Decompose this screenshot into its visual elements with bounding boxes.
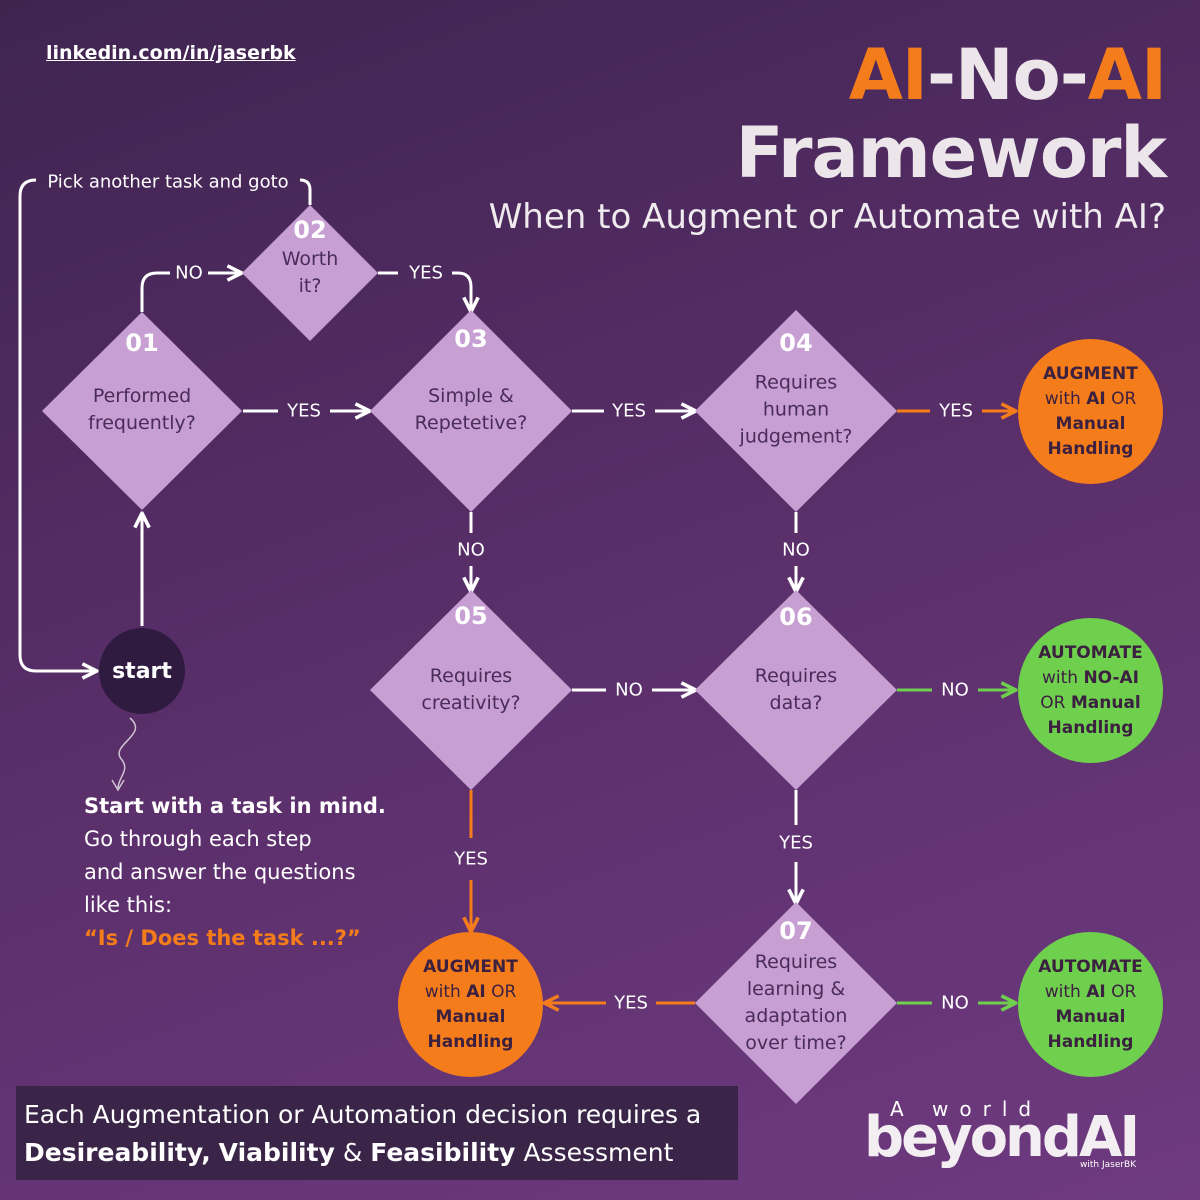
d02-number: 02 <box>293 216 327 244</box>
diamond-05 <box>370 590 572 790</box>
logo-byline: with JaserBK <box>1080 1160 1137 1170</box>
squiggle-arrow <box>117 717 137 789</box>
loop-connector <box>299 178 312 205</box>
loop-connector-left <box>18 178 95 671</box>
d04-number: 04 <box>779 329 813 357</box>
title-line2: Framework <box>735 112 1167 194</box>
diamond-01 <box>42 312 242 510</box>
edge-label: YES <box>779 832 813 854</box>
edge-label: YES <box>614 992 648 1014</box>
linkedin-link[interactable]: linkedin.com/in/jaserbk <box>46 42 296 64</box>
diamond-02 <box>242 205 378 341</box>
start-node: start <box>99 628 185 714</box>
edge-label: NO <box>941 992 969 1014</box>
d07-number: 07 <box>779 917 813 945</box>
edge-label: YES <box>612 400 646 422</box>
edge-label: YES <box>939 400 973 422</box>
d06-number: 06 <box>779 603 813 631</box>
diamond-07 <box>695 902 897 1104</box>
title-line1: AI-No-AI <box>848 34 1167 116</box>
edge-label: NO <box>615 679 643 701</box>
01-to-02 <box>140 271 170 312</box>
diamond-03 <box>370 310 572 512</box>
edge-label: YES <box>409 262 443 284</box>
instructions: Start with a task in mind. Go through ea… <box>84 794 386 950</box>
logo-tagline: A world <box>890 1097 1043 1121</box>
edge-label: NO <box>782 539 810 561</box>
edge-label: NO <box>941 679 969 701</box>
d03-number: 03 <box>454 325 488 353</box>
d01-number: 01 <box>125 329 159 357</box>
edge-label: NO <box>457 539 485 561</box>
logo-wordmark: beyondAI <box>864 1105 1140 1170</box>
d05-number: 05 <box>454 602 488 630</box>
loop-label: Pick another task and goto <box>47 171 289 193</box>
edge-label: YES <box>454 848 488 870</box>
edge-label: NO <box>175 262 203 284</box>
subtitle: When to Augment or Automate with AI? <box>488 197 1166 237</box>
diamond-06 <box>695 590 897 790</box>
diamond-04 <box>695 310 897 512</box>
d03-text: Simple &Repetetive? <box>414 385 528 434</box>
assessment-banner: Each Augmentation or Automation decision… <box>16 1086 738 1180</box>
edge-label: YES <box>287 400 321 422</box>
